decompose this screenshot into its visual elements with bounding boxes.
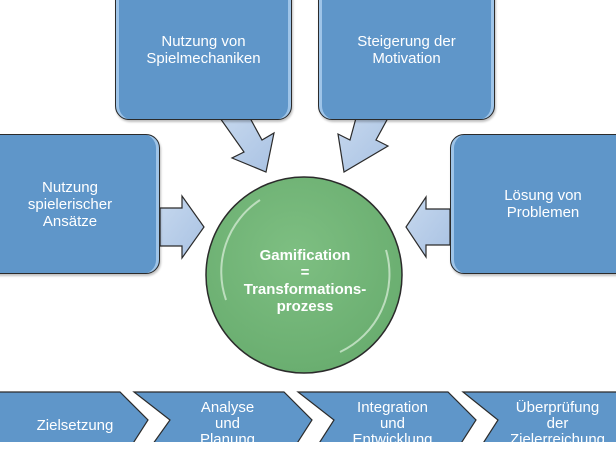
center-circle [205,176,403,374]
process-chevrons [0,391,616,442]
step-integration-entwicklung: Integration und Entwicklung [352,400,433,442]
center-label: Gamification = Transformations- prozess [243,247,367,315]
box-label: Steigerung der Motivation [357,33,456,67]
box-label: Lösung von Problemen [504,187,582,221]
arrow-right [405,195,451,259]
arrow-left [159,194,205,260]
step-ueberpruefung-zielerreichung: Überprüfung der Zielerreichung [509,400,606,442]
arrow-top-left [218,117,275,173]
box-nutzung-spielmechaniken: Nutzung von Spielmechaniken [115,0,292,120]
arrow-top-right [337,117,390,173]
diagram-canvas [0,117,616,442]
box-label: Nutzung spielerischer Ansätze [27,178,113,230]
step-analyse-planung: Analyse und Planung [199,400,256,442]
step-zielsetzung: Zielsetzung [36,418,114,434]
box-label: Nutzung von Spielmechaniken [146,33,261,67]
box-nutzung-spielerischer-ansaetze: Nutzung spielerischer Ansätze [0,134,160,274]
box-loesung-von-problemen: Lösung von Problemen [450,134,616,274]
box-steigerung-motivation: Steigerung der Motivation [318,0,495,120]
